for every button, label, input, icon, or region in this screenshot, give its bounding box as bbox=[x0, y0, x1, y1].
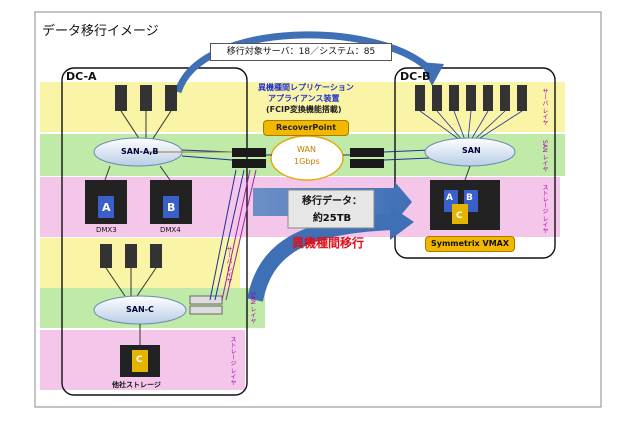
san-c-label: SAN-C bbox=[126, 305, 154, 314]
migration-data-line-2: 約25TB bbox=[312, 213, 352, 224]
appliance-line-1: 異機種間レプリケーション bbox=[258, 83, 354, 92]
appliance-device-b bbox=[350, 148, 384, 157]
san-layer-label-b: SAN レイヤ bbox=[541, 140, 548, 173]
vmax-badge: Symmetrix VMAX bbox=[425, 236, 515, 252]
vmax-a-letter: A bbox=[446, 193, 453, 203]
san-layer-label-a: SAN レイヤ bbox=[249, 292, 256, 325]
server-layer-label-a: サーバ レイヤ bbox=[225, 246, 232, 284]
array-a-letter: A bbox=[102, 201, 111, 214]
page-title: データ移行イメージ bbox=[42, 24, 159, 39]
dc-a-servers-top bbox=[115, 85, 177, 111]
appliance-line-2: アプライアンス装置 bbox=[268, 94, 340, 103]
dc-a-servers-lower bbox=[100, 244, 162, 268]
server-band-lower bbox=[40, 238, 240, 288]
migration-data-label: 移行データ： 約25TB bbox=[290, 193, 374, 229]
wan-cloud bbox=[270, 135, 344, 181]
vmax-c-letter: C bbox=[456, 211, 463, 221]
heterogeneous-migration-label: 異機種間移行 bbox=[292, 236, 365, 250]
other-storage-label: 他社ストレージ bbox=[112, 381, 161, 389]
dc-b-label: DC-B bbox=[400, 70, 431, 83]
dc-a-box bbox=[61, 67, 248, 396]
appliance-line-3: (FCIP変換機能搭載) bbox=[266, 105, 342, 114]
appliance-device-a bbox=[232, 148, 266, 157]
migration-data-box bbox=[287, 189, 375, 229]
curved-arrow-top bbox=[174, 31, 433, 94]
server-layer-label-b: サーバ レイヤ bbox=[541, 88, 548, 126]
san-ab-label: SAN-A,B bbox=[121, 147, 159, 156]
vmax-b-letter: B bbox=[466, 193, 473, 203]
recoverpoint-badge: RecoverPoint bbox=[263, 120, 349, 136]
dc-a-label: DC-A bbox=[66, 70, 97, 83]
outer-frame bbox=[34, 11, 602, 408]
migration-data-line-1: 移行データ： bbox=[302, 196, 362, 207]
other-storage-letter: C bbox=[136, 355, 143, 365]
appliance-device-lower bbox=[189, 295, 223, 305]
storage-layer-label-a: ストレージ レイヤ bbox=[229, 336, 236, 386]
dmx4-label: DMX4 bbox=[160, 226, 181, 234]
other-storage-array bbox=[120, 345, 160, 377]
migration-count: 移行対象サーバ：18／システム：85 bbox=[210, 43, 392, 61]
vmax-array bbox=[430, 180, 500, 230]
dc-b-box bbox=[394, 67, 556, 259]
dmx3-array bbox=[85, 180, 127, 224]
dmx3-label: DMX3 bbox=[96, 226, 117, 234]
wan-speed: 1Gbps bbox=[294, 157, 320, 166]
dmx4-array bbox=[150, 180, 192, 224]
wan-label: WAN bbox=[297, 145, 316, 154]
array-b-letter: B bbox=[167, 201, 176, 214]
storage-layer-label-b: ストレージ レイヤ bbox=[541, 184, 548, 234]
dc-b-servers bbox=[415, 85, 527, 111]
dc-b-san-label: SAN bbox=[462, 146, 481, 155]
curved-arrow-head bbox=[420, 62, 444, 86]
